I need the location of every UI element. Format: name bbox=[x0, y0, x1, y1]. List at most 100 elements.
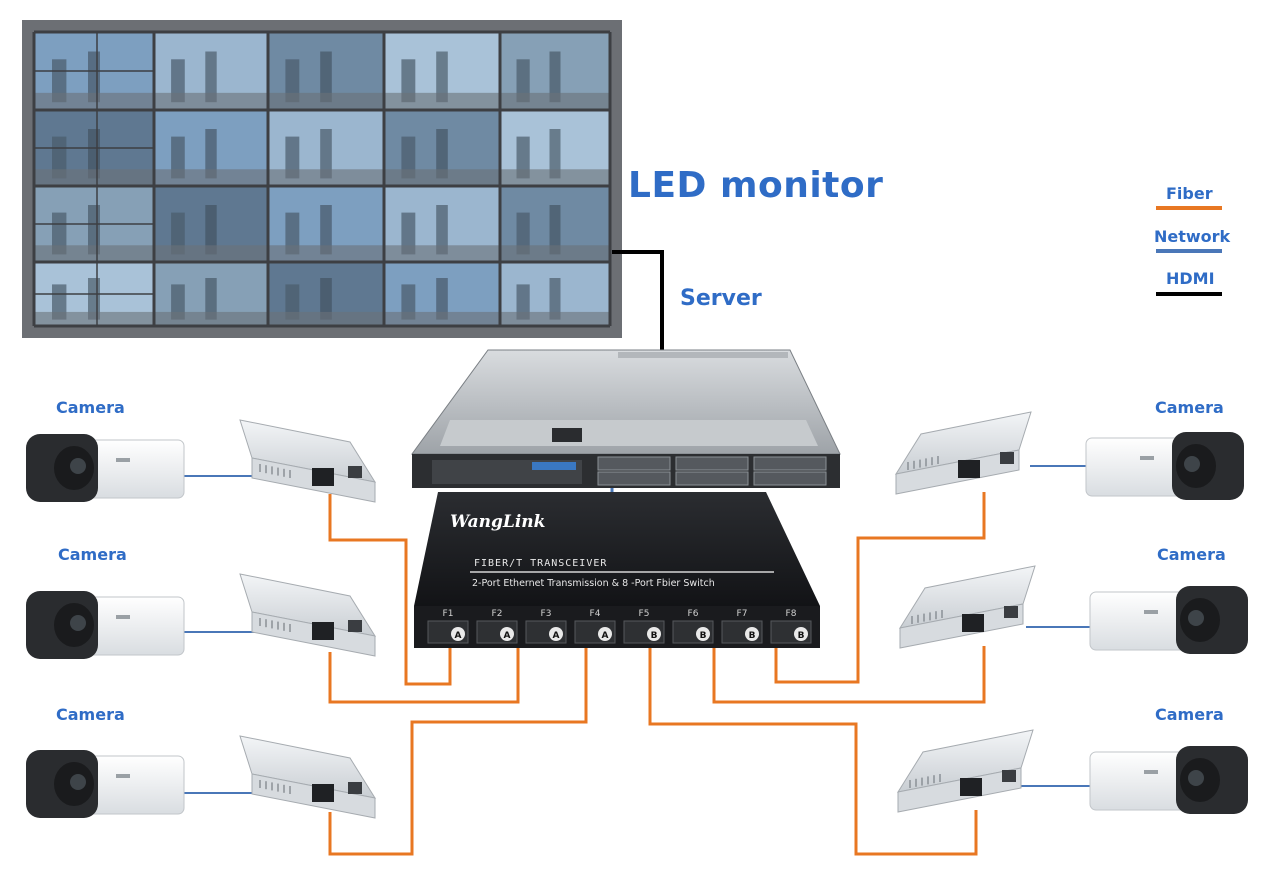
fiber-cable-f1 bbox=[328, 494, 452, 686]
video-tile-building bbox=[436, 129, 448, 179]
converter-rj45-port bbox=[348, 620, 362, 632]
video-tile-building bbox=[52, 212, 67, 255]
switch-port-mark: B bbox=[798, 631, 805, 641]
switch-brand: WangLink bbox=[450, 512, 546, 532]
camera-left-3 bbox=[26, 750, 185, 818]
camera-left-2 bbox=[26, 591, 185, 659]
camera-label-right-2: Camera bbox=[1157, 545, 1226, 564]
switch-port-mark: A bbox=[455, 631, 462, 641]
video-tile-building bbox=[320, 205, 332, 255]
camera-lens bbox=[1188, 610, 1204, 626]
camera-left-1 bbox=[26, 434, 185, 502]
hdmi-connections bbox=[612, 250, 664, 352]
video-tile-road bbox=[154, 169, 268, 186]
switch-port-mark: B bbox=[651, 631, 658, 641]
camera-label-right-1: Camera bbox=[1155, 398, 1224, 417]
switch-port-badge bbox=[696, 627, 710, 641]
server bbox=[411, 349, 841, 488]
camera-badge bbox=[116, 458, 130, 462]
server-drive-bay bbox=[675, 471, 749, 486]
video-tile-building bbox=[320, 278, 332, 320]
camera-badge bbox=[1144, 610, 1158, 614]
switch-port-label: F7 bbox=[737, 609, 748, 619]
camera-badge bbox=[116, 774, 130, 778]
switch-port-badge bbox=[500, 627, 514, 641]
camera-right-2 bbox=[1089, 586, 1248, 654]
converter-fiber-port bbox=[312, 468, 334, 486]
video-tile-road bbox=[384, 169, 500, 186]
video-tile-building bbox=[401, 136, 416, 179]
converter-front bbox=[895, 449, 1020, 495]
video-tile-road bbox=[268, 311, 384, 326]
server-label: Server bbox=[680, 286, 762, 311]
switch-subtitle: 2-Port Ethernet Transmission & 8 -Port F… bbox=[472, 578, 715, 589]
server-vent bbox=[618, 352, 788, 358]
video-tile-building bbox=[436, 278, 448, 320]
server-drive-bay bbox=[753, 456, 827, 471]
fiber-cable-f5 bbox=[648, 646, 978, 856]
camera-label-left-2: Camera bbox=[58, 545, 127, 564]
switch-port-badge bbox=[549, 627, 563, 641]
media-converter-right-3 bbox=[896, 729, 1034, 813]
video-tile-road bbox=[500, 92, 610, 110]
camera-badge bbox=[116, 615, 130, 619]
legend-network-line bbox=[1156, 249, 1222, 253]
fiber-cable-f6 bbox=[712, 646, 986, 704]
video-tile-building bbox=[516, 284, 530, 320]
media-converter-left-3 bbox=[239, 735, 377, 819]
legend-network-label: Network bbox=[1154, 227, 1231, 246]
video-tile-building bbox=[401, 284, 416, 320]
legend-fiber-line bbox=[1156, 206, 1222, 210]
video-tile-building bbox=[549, 51, 561, 103]
camera-badge bbox=[1144, 770, 1158, 774]
video-tile-road bbox=[34, 245, 154, 262]
switch-port-badge bbox=[598, 627, 612, 641]
converter-fiber-port bbox=[312, 622, 334, 640]
converter-rj45-port bbox=[1002, 770, 1016, 782]
fiber-cable-f2 bbox=[328, 646, 520, 704]
media-converter-right-1 bbox=[894, 411, 1032, 495]
video-tile-road bbox=[268, 245, 384, 262]
server-latch bbox=[552, 428, 582, 442]
server-panel bbox=[440, 420, 818, 446]
video-tile-building bbox=[285, 212, 300, 255]
legend-hdmi-label: HDMI bbox=[1166, 269, 1215, 288]
switch-port-label: F3 bbox=[541, 609, 552, 619]
server-drive-bay bbox=[597, 471, 671, 486]
switch-port-mark: B bbox=[700, 631, 707, 641]
video-tile-building bbox=[320, 51, 332, 103]
video-tile-building bbox=[171, 212, 185, 255]
converter-rj45-port bbox=[348, 782, 362, 794]
video-tile-building bbox=[401, 212, 416, 255]
converter-fiber-port bbox=[960, 778, 982, 796]
converter-front bbox=[899, 603, 1024, 649]
video-tile-road bbox=[154, 92, 268, 110]
server-status-display bbox=[532, 462, 576, 470]
media-converter-left-2 bbox=[239, 573, 377, 657]
switch-title: FIBER/T TRANSCEIVER bbox=[474, 558, 608, 569]
switch-port-mark: A bbox=[504, 631, 511, 641]
camera-label-right-3: Camera bbox=[1155, 705, 1224, 724]
camera-lens bbox=[1188, 770, 1204, 786]
switch-port-mark: A bbox=[602, 631, 609, 641]
video-tile-building bbox=[320, 129, 332, 179]
video-tile-road bbox=[34, 92, 154, 110]
converter-fiber-port bbox=[962, 614, 984, 632]
camera-lens bbox=[1184, 456, 1200, 472]
video-tile-building bbox=[401, 59, 416, 103]
camera-label-left-3: Camera bbox=[56, 705, 125, 724]
video-tile-building bbox=[549, 129, 561, 179]
camera-label-left-1: Camera bbox=[56, 398, 125, 417]
converter-rj45-port bbox=[1000, 452, 1014, 464]
video-tile-road bbox=[268, 169, 384, 186]
video-tile-building bbox=[516, 212, 530, 255]
video-tile-building bbox=[285, 136, 300, 179]
video-tile-building bbox=[52, 284, 67, 320]
switch-port-mark: B bbox=[749, 631, 756, 641]
converter-front bbox=[897, 767, 1022, 813]
camera-lens bbox=[70, 458, 86, 474]
video-tile-road bbox=[154, 245, 268, 262]
video-tile-building bbox=[171, 136, 185, 179]
